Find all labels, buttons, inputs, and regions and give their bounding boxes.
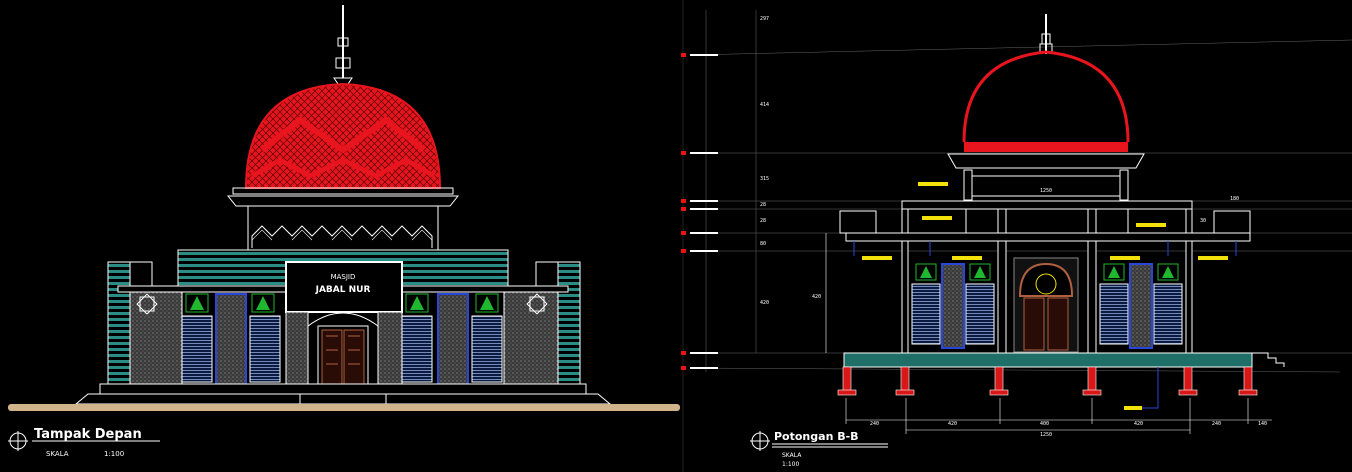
sign-line-1: MASJID bbox=[331, 273, 356, 281]
front-plinth bbox=[99, 383, 587, 395]
dim-bottom-5: 140 bbox=[1258, 421, 1267, 427]
dim-bottom-0: 240 bbox=[870, 421, 879, 427]
dim-bottom-4: 240 bbox=[1212, 421, 1221, 427]
dim-top-3: 28 bbox=[760, 202, 766, 208]
section-roof-slab bbox=[901, 200, 1193, 210]
sign-line-2: JABAL NUR bbox=[315, 285, 371, 295]
front-windows-left bbox=[181, 293, 281, 387]
dome-drum bbox=[247, 205, 439, 251]
main-entrance bbox=[285, 311, 403, 391]
dim-top-0: 297 bbox=[760, 16, 769, 22]
dim-width-top: 1250 bbox=[1040, 188, 1052, 194]
section-drawing: 297 414 315 28 28 80 420 420 1250 180 30 bbox=[681, 10, 1352, 438]
dim-right-small: 30 bbox=[1200, 218, 1206, 224]
dim-top-4: 28 bbox=[760, 218, 766, 224]
front-scale-label: SKALA bbox=[46, 450, 69, 458]
front-windows-right bbox=[401, 293, 503, 387]
right-corner-pilaster bbox=[557, 261, 581, 391]
front-elevation: MASJID JABAL NUR bbox=[8, 5, 680, 411]
dim-right-width: 180 bbox=[1230, 196, 1239, 202]
dim-top-5: 80 bbox=[760, 241, 766, 247]
section-scale-value: 1:100 bbox=[782, 461, 799, 468]
level-markers bbox=[681, 53, 718, 370]
dim-bottom-total: 1250 bbox=[1040, 432, 1052, 438]
section-finial bbox=[1039, 14, 1053, 54]
dim-top-2: 315 bbox=[760, 176, 769, 182]
dim-bottom-1: 420 bbox=[948, 421, 957, 427]
dim-top-1: 414 bbox=[760, 102, 769, 108]
section-floor-slab bbox=[843, 352, 1253, 368]
front-scale-value: 1:100 bbox=[104, 450, 124, 458]
sheet-divider bbox=[682, 0, 684, 472]
mosque-sign-panel bbox=[285, 261, 403, 313]
star-ornament-left bbox=[136, 293, 158, 315]
section-drawing-title: Potongan B-B bbox=[774, 430, 859, 443]
dim-bottom-3: 420 bbox=[1134, 421, 1143, 427]
section-windows-right bbox=[1099, 263, 1183, 349]
section-windows-left bbox=[911, 263, 995, 349]
dome-finial bbox=[333, 5, 353, 85]
dim-left-wall: 420 bbox=[812, 294, 821, 300]
section-dome-base bbox=[964, 142, 1128, 152]
dim-top-6: 420 bbox=[760, 300, 769, 306]
foundation-piers bbox=[837, 366, 1258, 396]
ground-line bbox=[8, 404, 680, 411]
dim-bottom-2: 400 bbox=[1040, 421, 1049, 427]
section-scale-label: SKALA bbox=[782, 452, 802, 459]
left-corner-pilaster bbox=[107, 261, 131, 391]
section-title-block: Potongan B-B SKALA 1:100 bbox=[750, 430, 888, 468]
front-dome bbox=[226, 82, 460, 207]
star-ornament-right bbox=[526, 293, 548, 315]
front-drawing-title: Tampak Depan bbox=[34, 427, 142, 442]
front-title-block: Tampak Depan SKALA 1:100 bbox=[8, 427, 160, 458]
section-main-door bbox=[1013, 257, 1079, 353]
section-dome-shell bbox=[962, 50, 1130, 143]
